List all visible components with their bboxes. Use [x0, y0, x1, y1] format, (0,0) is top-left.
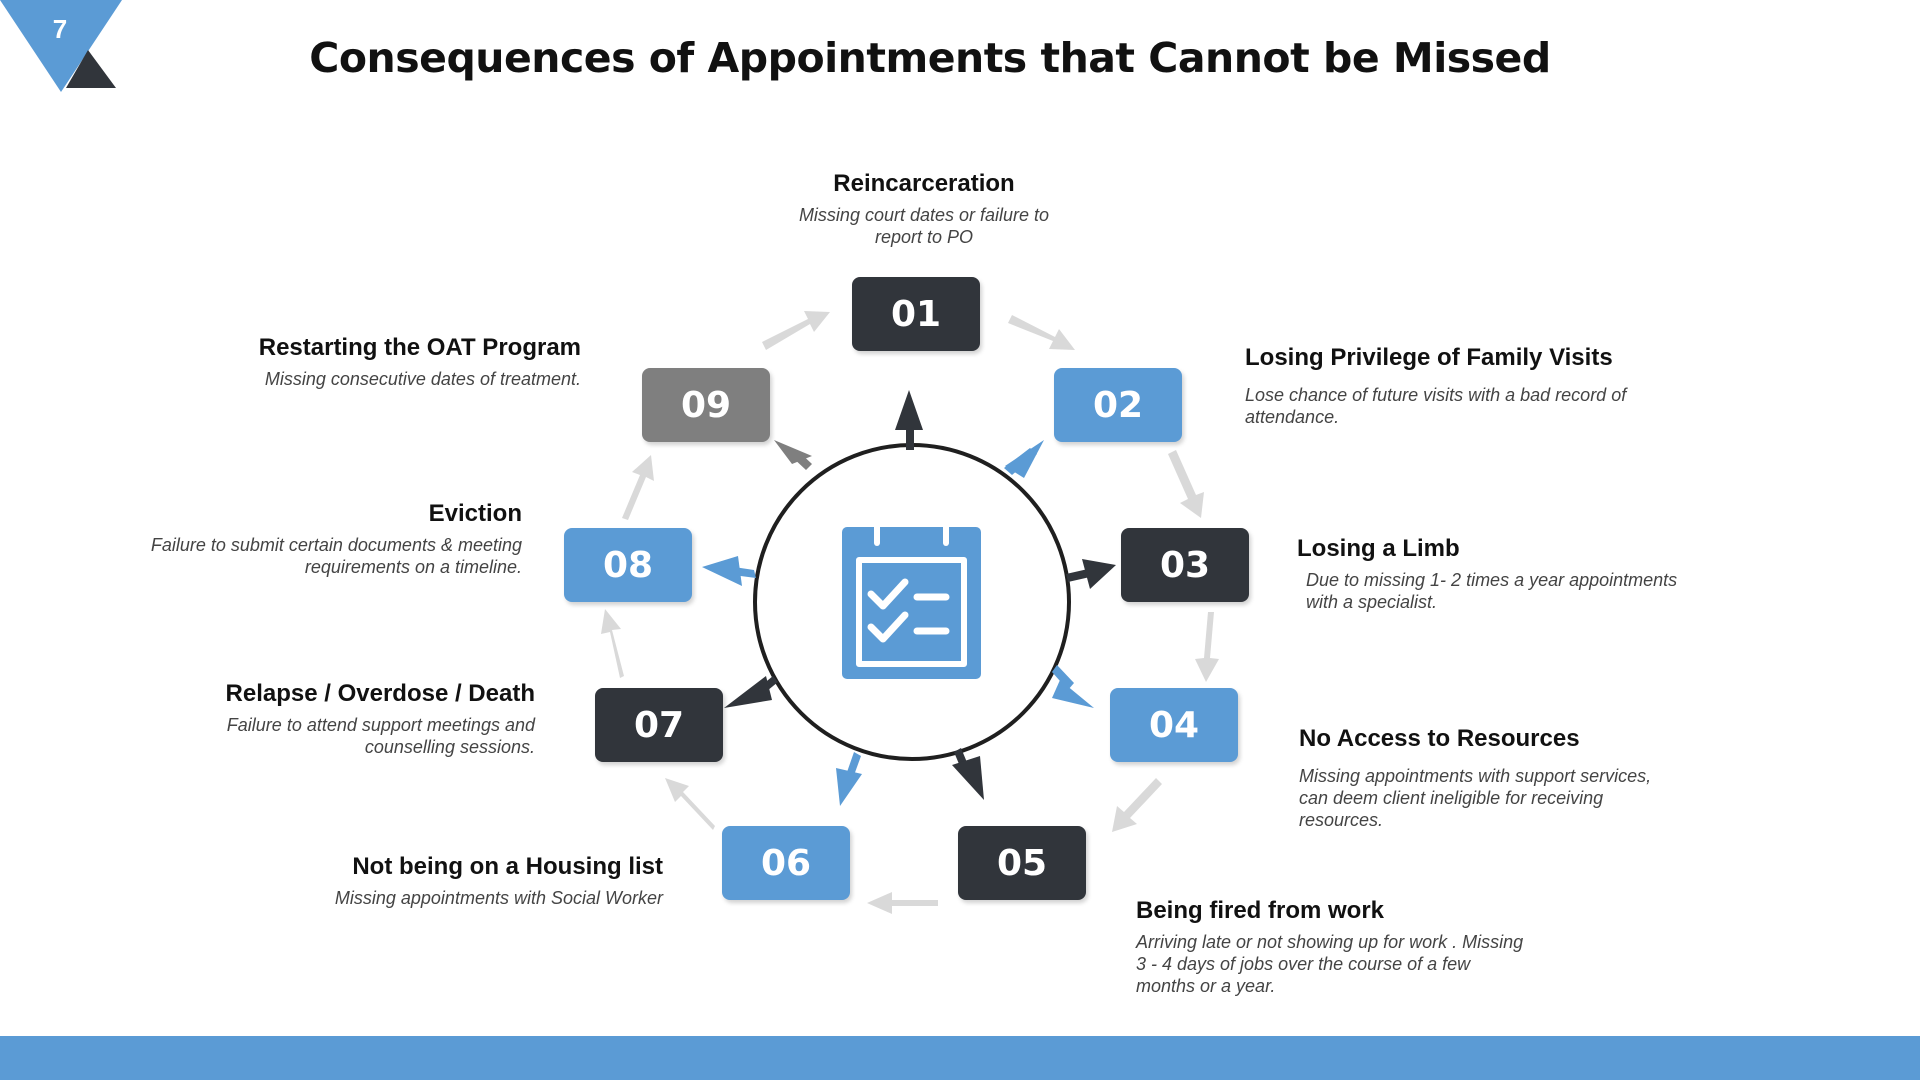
footer-bar — [0, 1036, 1920, 1080]
page-title: Consequences of Appointments that Cannot… — [309, 34, 1551, 82]
calendar-checklist-icon — [842, 524, 981, 679]
step-description: Missing appointments with support servic… — [1299, 766, 1652, 830]
radial-arrows — [702, 390, 1116, 806]
step-badge-03: 03 — [1121, 528, 1249, 602]
step-heading: Relapse / Overdose / Death — [225, 680, 535, 707]
step-label-03: Losing a Limb Due to missing 1- 2 times … — [1297, 535, 1717, 613]
step-heading: Restarting the OAT Program — [258, 334, 581, 361]
step-description: Due to missing 1- 2 times a year appoint… — [1306, 570, 1678, 612]
step-badge-06: 06 — [722, 826, 850, 900]
slide-number: 7 — [52, 14, 68, 44]
step-label-02: Losing Privilege of Family Visits Lose c… — [1245, 344, 1665, 428]
step-description: Missing appointments with Social Worker — [334, 888, 663, 908]
step-description: Missing consecutive dates of treatment. — [264, 369, 581, 389]
step-heading: Eviction — [428, 500, 522, 527]
step-label-04: No Access to Resources Missing appointme… — [1299, 725, 1719, 831]
connector-arrows — [601, 311, 1219, 914]
step-badge-04: 04 — [1110, 688, 1238, 762]
step-badge-08: 08 — [564, 528, 692, 602]
step-label-01: Reincarceration Missing court dates or f… — [724, 170, 1124, 248]
step-description: Arriving late or not showing up for work… — [1136, 932, 1524, 996]
step-description: Failure to attend support meetings and c… — [226, 715, 535, 757]
step-badge-02: 02 — [1054, 368, 1182, 442]
step-heading: Losing Privilege of Family Visits — [1245, 344, 1613, 371]
step-label-09: Restarting the OAT Program Missing conse… — [161, 334, 581, 390]
step-heading: Losing a Limb — [1297, 535, 1460, 562]
step-heading: Reincarceration — [833, 170, 1015, 197]
step-heading: Being fired from work — [1136, 897, 1385, 924]
step-badge-01: 01 — [852, 277, 980, 351]
step-badge-09: 09 — [642, 368, 770, 442]
corner-triangle-decoration — [0, 0, 122, 92]
step-badge-05: 05 — [958, 826, 1086, 900]
step-description: Missing court dates or failure to report… — [798, 205, 1050, 247]
step-heading: Not being on a Housing list — [352, 853, 663, 880]
step-label-06: Not being on a Housing list Missing appo… — [243, 853, 663, 909]
step-label-05: Being fired from work Arriving late or n… — [1136, 897, 1556, 997]
step-label-08: Eviction Failure to submit certain docum… — [102, 500, 522, 578]
step-badge-07: 07 — [595, 688, 723, 762]
step-label-07: Relapse / Overdose / Death Failure to at… — [115, 680, 535, 758]
step-description: Failure to submit certain documents & me… — [150, 535, 522, 577]
step-description: Lose chance of future visits with a bad … — [1245, 385, 1627, 427]
step-heading: No Access to Resources — [1299, 725, 1580, 752]
